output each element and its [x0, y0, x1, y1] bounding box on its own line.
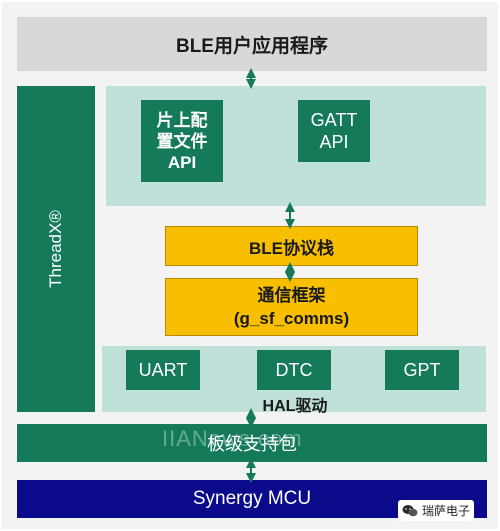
ble-app-label: BLE用户应用程序	[175, 35, 328, 57]
hal-driver-label: HAL驱动	[262, 398, 328, 415]
bsp-layer: 板级支持包	[17, 424, 487, 462]
dtc-label: DTC	[275, 359, 313, 380]
brand-label: 瑞萨电子	[422, 504, 471, 518]
profile-api-line-2: 置文件	[156, 131, 208, 151]
gpt-box: GPT	[385, 350, 459, 390]
comm-framework-line-1: 通信框架	[257, 286, 326, 305]
gatt-api-line-2: API	[319, 132, 349, 152]
synergy-mcu-label: Synergy MCU	[192, 488, 312, 509]
gatt-api-line-1: GATT	[310, 110, 358, 130]
gpt-label: GPT	[403, 359, 441, 380]
ble-stack-box: BLE协议栈	[165, 226, 418, 266]
comm-framework-box: 通信框架 (g_sf_comms)	[165, 278, 418, 336]
comm-framework-line-2: (g_sf_comms)	[233, 309, 350, 328]
profile-api-line-3: API	[167, 152, 197, 172]
uart-label: UART	[138, 359, 188, 380]
uart-box: UART	[126, 350, 200, 390]
profile-api-line-1: 片上配	[156, 110, 208, 130]
gatt-api-box: GATT API	[298, 100, 370, 162]
ble-app-layer: BLE用户应用程序	[17, 17, 487, 71]
synergy-mcu-layer: Synergy MCU	[17, 480, 487, 518]
wechat-icon	[402, 504, 418, 516]
brand-badge: 瑞萨电子	[398, 500, 475, 521]
profile-api-box: 片上配 置文件 API	[141, 100, 223, 182]
threadx-rtos-layer: ThreadX®	[17, 86, 95, 412]
watermark: IIANews.com	[162, 426, 303, 451]
ble-stack-label: BLE协议栈	[249, 238, 334, 258]
dtc-box: DTC	[257, 350, 331, 390]
bsp-label: 板级支持包	[207, 434, 297, 454]
